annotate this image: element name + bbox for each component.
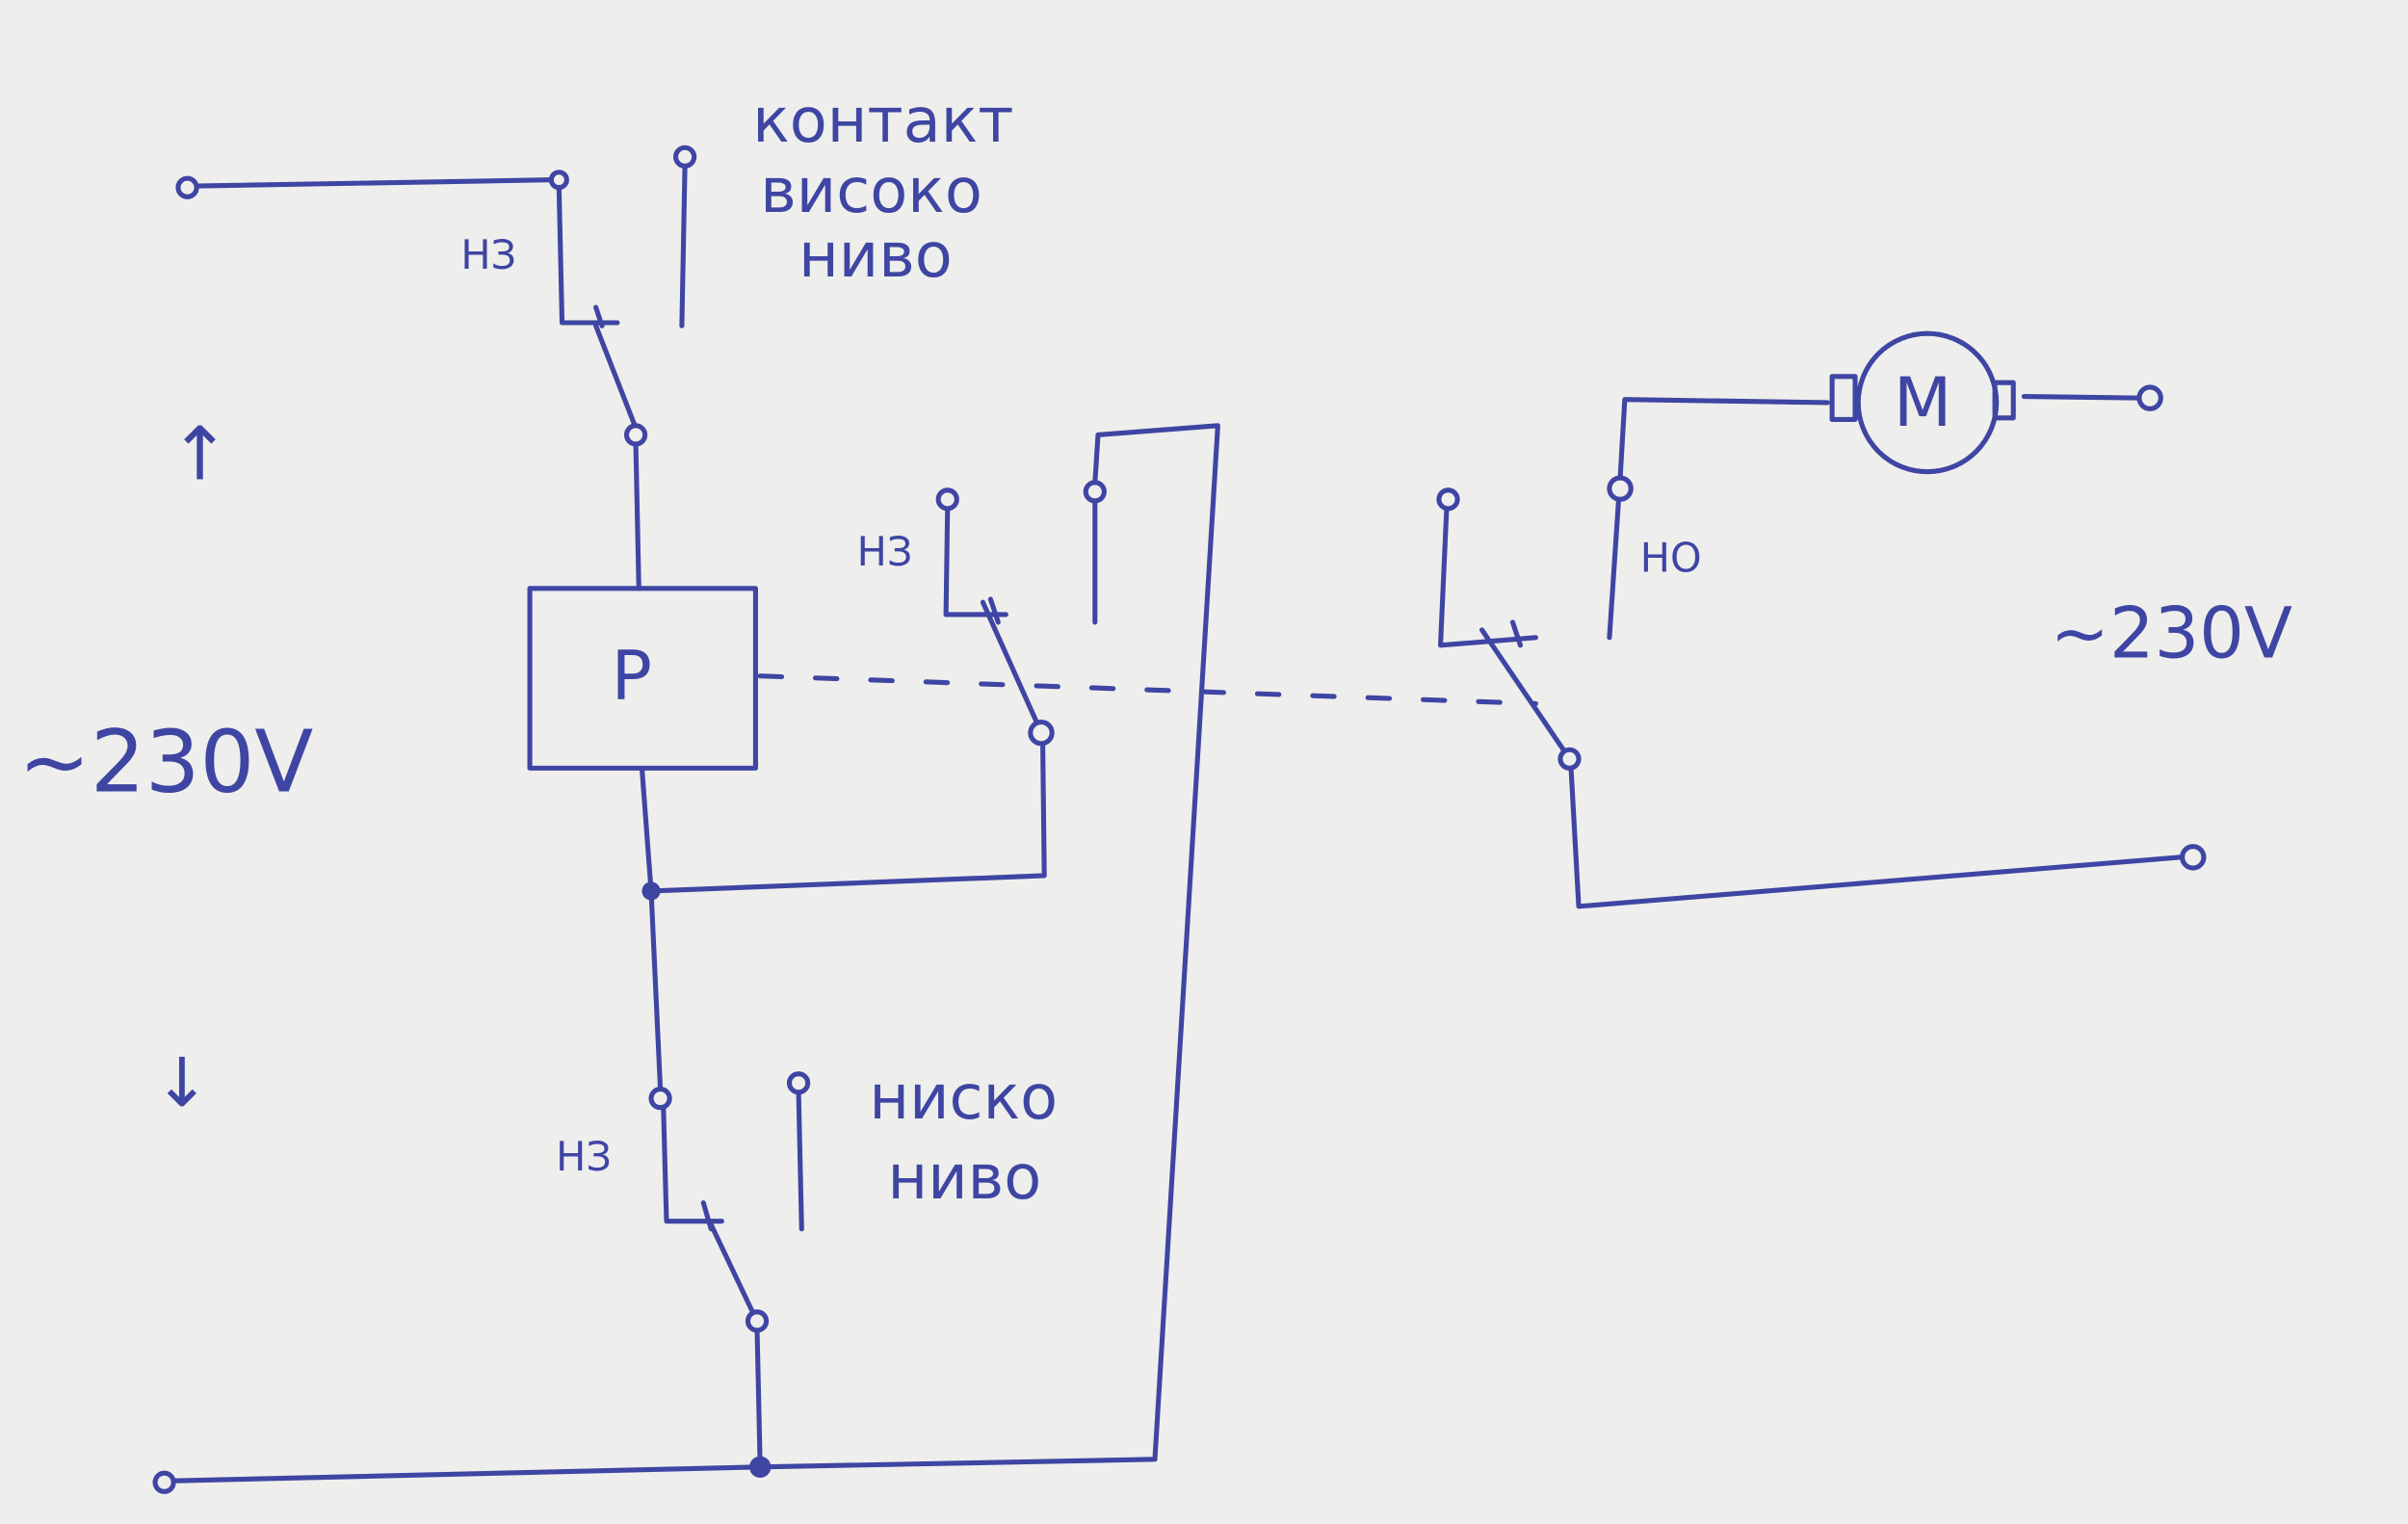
high-level-contact-post <box>672 145 697 169</box>
motor-label: M <box>1894 363 1952 442</box>
high-contact-label-3: ниво <box>798 221 953 292</box>
low-contact-label-2: ниво <box>888 1143 1042 1214</box>
terminal-bottom-left <box>152 1470 176 1494</box>
top-supply-line <box>175 175 553 199</box>
low-level-contact-post <box>786 1071 811 1095</box>
mechanical-link-dashed <box>757 673 1538 706</box>
motor-switch <box>1436 397 2207 909</box>
junction-dot <box>749 1456 772 1478</box>
terminal-right-top <box>2136 384 2163 411</box>
voltage-label-left: ~230V <box>18 712 313 812</box>
terminal-top-left <box>175 175 199 199</box>
nc-label-middle: НЗ <box>857 529 913 575</box>
relay-label: P <box>612 637 652 716</box>
voltage-label-right: ~230V <box>2051 593 2293 675</box>
high-level-nc-switch <box>548 145 697 447</box>
nc-label-bottom: НЗ <box>556 1134 612 1180</box>
self-hold-nc-switch <box>757 423 1220 1470</box>
low-contact-label-1: ниско <box>869 1063 1058 1134</box>
motor-icon <box>1829 330 2163 475</box>
high-contact-label-1: контакт <box>752 86 1013 157</box>
arrow-up-icon: ↑ <box>169 412 230 498</box>
no-label: НО <box>1640 535 1702 581</box>
low-level-nc-switch <box>648 888 811 1470</box>
nc-label-top: НЗ <box>460 232 516 278</box>
bottom-supply-line <box>152 1456 772 1494</box>
terminal-right-bottom <box>2180 844 2207 871</box>
arrow-down-icon: ↓ <box>153 1043 210 1122</box>
high-contact-label-2: високо <box>760 156 982 227</box>
